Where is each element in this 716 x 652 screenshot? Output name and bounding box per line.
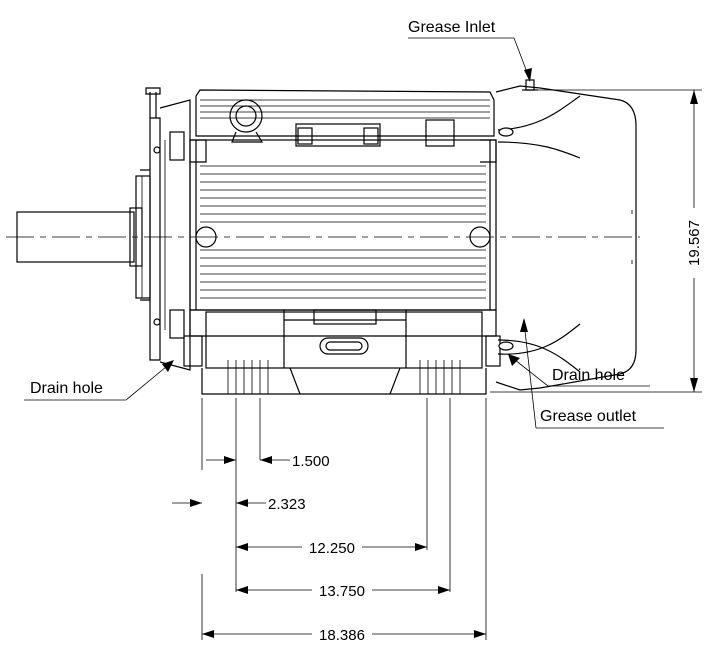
label-drain-hole-left: Drain hole xyxy=(30,380,103,397)
dim-12-250-value: 12.250 xyxy=(309,540,355,557)
fan-cover xyxy=(495,85,637,391)
label-grease-inlet: Grease Inlet xyxy=(408,19,496,36)
dim-height: 19.567 xyxy=(490,89,703,393)
label-grease-outlet: Grease outlet xyxy=(540,408,637,425)
bottom-dimensions: 1.500 2.323 12.250 13.750 xyxy=(172,398,487,644)
dim-12-250: 12.250 xyxy=(236,540,427,557)
dim-1-500-value: 1.500 xyxy=(292,453,330,470)
label-drain-hole-right: Drain hole xyxy=(552,367,625,384)
callout-grease-inlet: Grease Inlet xyxy=(408,19,532,82)
dim-13-750: 13.750 xyxy=(236,583,450,600)
dim-2-323: 2.323 xyxy=(172,496,306,513)
dim-18-386-value: 18.386 xyxy=(319,627,365,644)
dim-13-750-value: 13.750 xyxy=(319,583,365,600)
callout-drain-hole-left: Drain hole xyxy=(24,360,174,401)
callout-drain-hole-right: Drain hole xyxy=(508,354,650,387)
drive-end-bracket xyxy=(135,87,191,371)
motor-frame xyxy=(183,89,501,395)
dim-2-323-value: 2.323 xyxy=(268,496,306,513)
callout-grease-outlet: Grease outlet xyxy=(520,318,664,429)
dim-18-386: 18.386 xyxy=(202,627,486,644)
dim-1-500: 1.500 xyxy=(206,453,330,470)
dim-height-value: 19.567 xyxy=(686,220,703,266)
cooling-fins xyxy=(200,165,486,299)
